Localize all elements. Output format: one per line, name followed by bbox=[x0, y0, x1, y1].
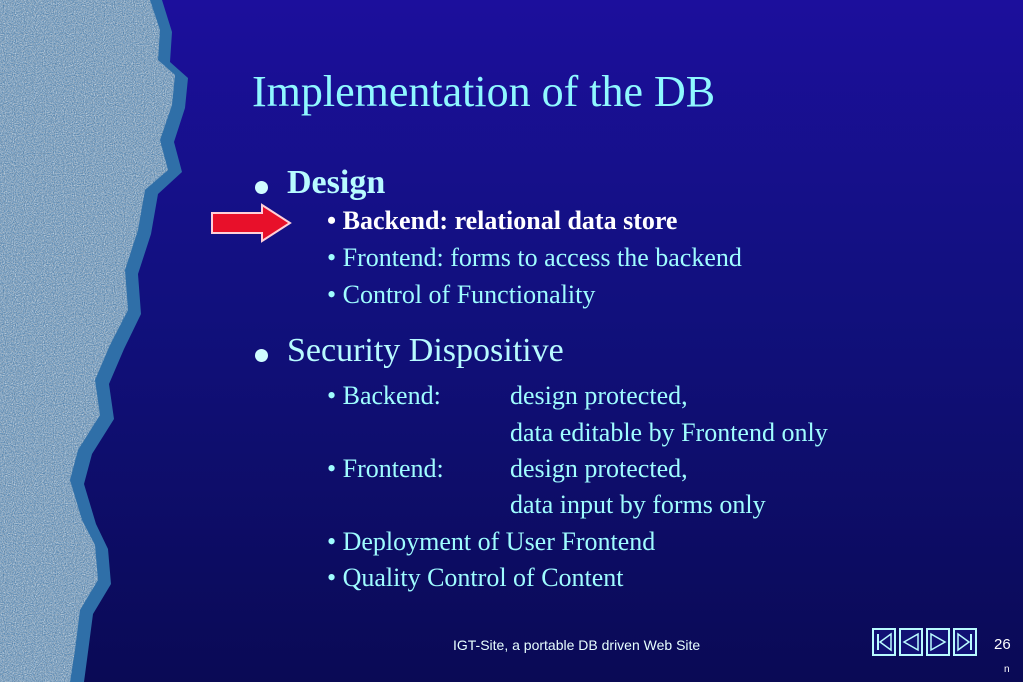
security-row-value: design protected, bbox=[510, 454, 688, 483]
security-row-value: data input by forms only bbox=[510, 490, 766, 519]
design-item-control: • Control of Functionality bbox=[327, 280, 596, 309]
security-row-value: design protected, bbox=[510, 381, 688, 410]
slide-navigation bbox=[872, 628, 977, 656]
design-item-frontend: • Frontend: forms to access the backend bbox=[327, 243, 742, 272]
stone-wall-decoration bbox=[0, 0, 188, 682]
security-row-label: • Deployment of User Frontend bbox=[327, 527, 656, 556]
footer-mark: n bbox=[1004, 664, 1010, 675]
page-number: 26 bbox=[994, 636, 1011, 653]
section-heading-security: Security Dispositive bbox=[287, 332, 564, 369]
security-row-label: • Frontend: bbox=[327, 454, 444, 483]
security-row-label: • Backend: bbox=[327, 381, 441, 410]
bullet-dot-icon bbox=[255, 181, 268, 194]
security-row-label: • Quality Control of Content bbox=[327, 563, 624, 592]
footer-text: IGT-Site, a portable DB driven Web Site bbox=[453, 637, 701, 653]
design-item-backend: • Backend: relational data store bbox=[327, 208, 677, 234]
red-arrow-icon bbox=[211, 203, 292, 243]
slide-title: Implementation of the DB bbox=[252, 67, 716, 116]
next-slide-icon[interactable] bbox=[926, 628, 950, 656]
bullet-dot-icon bbox=[255, 349, 268, 362]
first-slide-icon[interactable] bbox=[872, 628, 896, 656]
last-slide-icon[interactable] bbox=[953, 628, 977, 656]
security-row-value: data editable by Frontend only bbox=[510, 418, 828, 447]
previous-slide-icon[interactable] bbox=[899, 628, 923, 656]
design-item-backend-text: • Backend: relational data store bbox=[327, 206, 678, 235]
section-heading-design: Design bbox=[287, 164, 386, 201]
